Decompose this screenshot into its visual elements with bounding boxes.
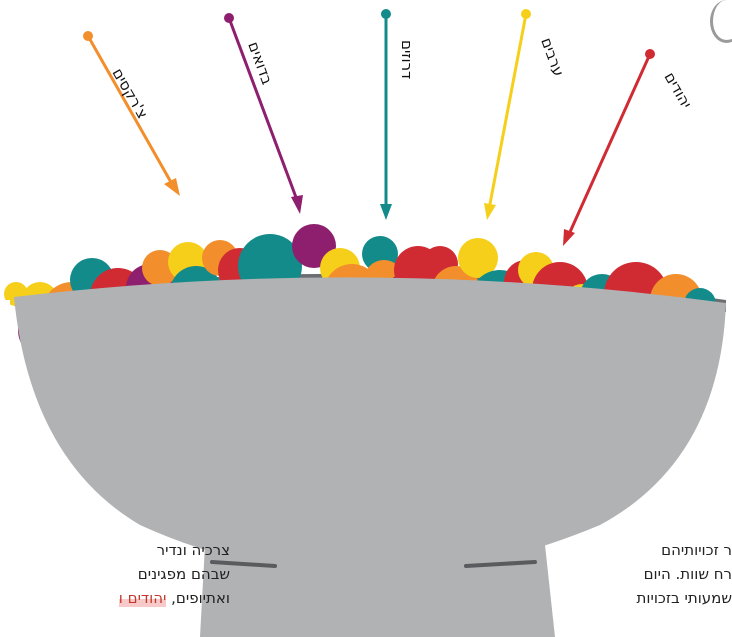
arrow-jews: יהודים — [563, 49, 695, 246]
label-druze: דרוזים — [398, 40, 416, 79]
label-arabs: ערבים — [537, 35, 568, 79]
article-text-right: ר זכויותיהם רח שוות. היום שמעותי בזכויות — [548, 538, 732, 610]
text-left-line-3: ואתיופים, יהודים ו — [0, 586, 230, 610]
label-bedouin: בדואים — [244, 39, 276, 87]
text-right-line-2: רח שוות. היום — [643, 565, 732, 583]
bowl-foot — [200, 545, 555, 637]
text-left-line-2: שבהם מפגינים — [137, 565, 230, 583]
foot-line-right — [464, 560, 537, 568]
ball — [458, 238, 498, 278]
text-left-highlight: יהודים ו — [118, 589, 167, 607]
bowl-body — [14, 277, 726, 575]
arrow-druze: דרוזים — [380, 9, 416, 220]
text-left-line-1: צרכיה ונדיר — [156, 541, 230, 559]
label-cherkess: צ'רקסים — [109, 65, 152, 122]
label-jews: יהודים — [661, 69, 696, 112]
text-left-line-3-start: ואתיופים, — [166, 589, 230, 607]
foot-line-left — [210, 560, 277, 568]
arrow-cherkess: צ'רקסים — [83, 31, 180, 196]
arrow-bedouin: בדואים — [224, 13, 303, 214]
arrow-arabs: ערבים — [484, 9, 568, 220]
text-right-line-1: ר זכויותיהם — [661, 541, 732, 559]
decorative-corner-arc — [710, 0, 732, 43]
text-right-line-3: שמעותי בזכויות — [636, 589, 732, 607]
article-text-left: צרכיה ונדיר שבהם מפגינים ואתיופים, יהודי… — [0, 538, 230, 610]
